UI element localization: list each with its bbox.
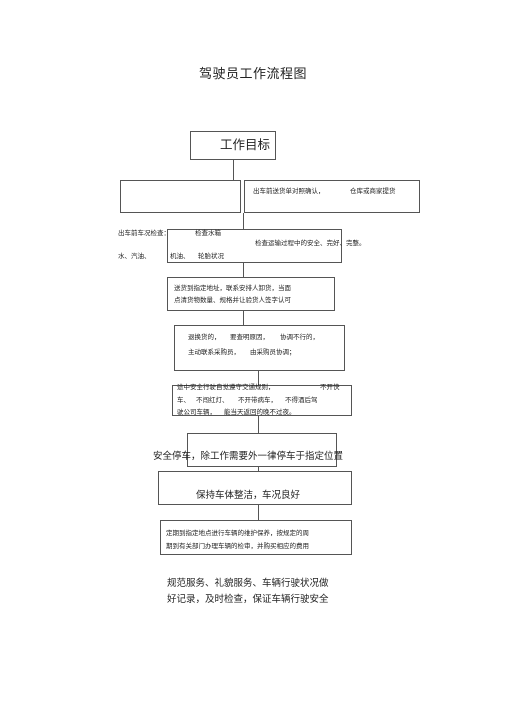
connector-4 bbox=[258, 371, 259, 385]
connector-7 bbox=[258, 505, 259, 520]
parking-text: 安全停车，除工作需要外一律停车于指定位置 bbox=[153, 451, 344, 462]
safety-text-6: 不得酒后驾 bbox=[285, 396, 318, 404]
connector-2 bbox=[243, 263, 244, 277]
parking-box bbox=[187, 433, 337, 467]
delivery-box bbox=[167, 277, 335, 311]
pickup-text-1: 出车前送货单对照确认， bbox=[253, 187, 325, 195]
return-text-5: 由采购员协调； bbox=[250, 348, 296, 356]
transport-check-text: 检查运输过程中的安全、完好、完整。 bbox=[255, 239, 366, 247]
safety-text-3: 车、 bbox=[177, 396, 190, 404]
page-title: 驾驶员工作流程图 bbox=[198, 67, 307, 82]
clean-text-2: 车况良好 bbox=[262, 490, 301, 501]
precheck-text-4: 机油、 bbox=[170, 252, 190, 260]
connector-6 bbox=[258, 467, 259, 471]
safety-text-1: 途中安全行驶自觉遵守交通规则， bbox=[177, 383, 275, 391]
safety-text-8: 能当天返回的晚不过夜。 bbox=[224, 408, 296, 416]
precheck-text-1: 出车前车况检查： bbox=[118, 229, 170, 237]
pickup-box bbox=[244, 180, 420, 213]
precheck-text-3: 水、汽油、 bbox=[118, 252, 151, 260]
return-text-1: 退换货的， bbox=[188, 333, 221, 341]
connector-3 bbox=[243, 311, 244, 325]
maintenance-text-2: 期到有关部门办理车辆的检审，并购买相应的费用 bbox=[166, 542, 309, 550]
safety-text-7: 驶公司车辆， bbox=[177, 408, 216, 416]
safety-box bbox=[172, 385, 352, 416]
delivery-text-1: 送货到指定地址，联系安排人卸货，当面 bbox=[174, 284, 291, 292]
final-text-1: 规范服务、礼貌服务、车辆行驶状况做 bbox=[167, 578, 329, 589]
delivery-text-2: 点清货物数量、规格并让验货人签字认可 bbox=[174, 296, 291, 304]
connector-goal bbox=[233, 160, 234, 180]
goal-box bbox=[190, 131, 276, 160]
connector-branch bbox=[243, 213, 244, 229]
precheck-text-2: 检查水箱 bbox=[195, 229, 221, 237]
goal-label: 工作目标 bbox=[220, 137, 271, 152]
return-text-2: 要查明原因， bbox=[230, 333, 269, 341]
return-text-4: 主动联系采购员， bbox=[188, 348, 240, 356]
transport-check-box bbox=[167, 229, 342, 263]
precheck-text-5: 轮胎状况 bbox=[198, 252, 224, 260]
safety-text-2: 不开快 bbox=[320, 383, 340, 391]
safety-text-5: 不开带病车， bbox=[238, 396, 277, 404]
safety-text-4: 不闯红灯、 bbox=[196, 396, 229, 404]
left-blank-box bbox=[120, 180, 241, 213]
return-box bbox=[174, 325, 345, 371]
maintenance-text-1: 定期到指定地点进行车辆的维护保养，按规定的周 bbox=[166, 529, 309, 537]
pickup-text-2: 仓库或商家提货 bbox=[350, 187, 396, 195]
return-text-3: 协调不行的， bbox=[280, 333, 319, 341]
final-text-2: 好记录，及时检查，保证车辆行驶安全 bbox=[167, 594, 329, 605]
clean-box bbox=[158, 471, 352, 505]
connector-5 bbox=[258, 416, 259, 433]
clean-text-1: 保持车体整洁， bbox=[196, 490, 263, 501]
maintenance-box bbox=[160, 520, 352, 555]
